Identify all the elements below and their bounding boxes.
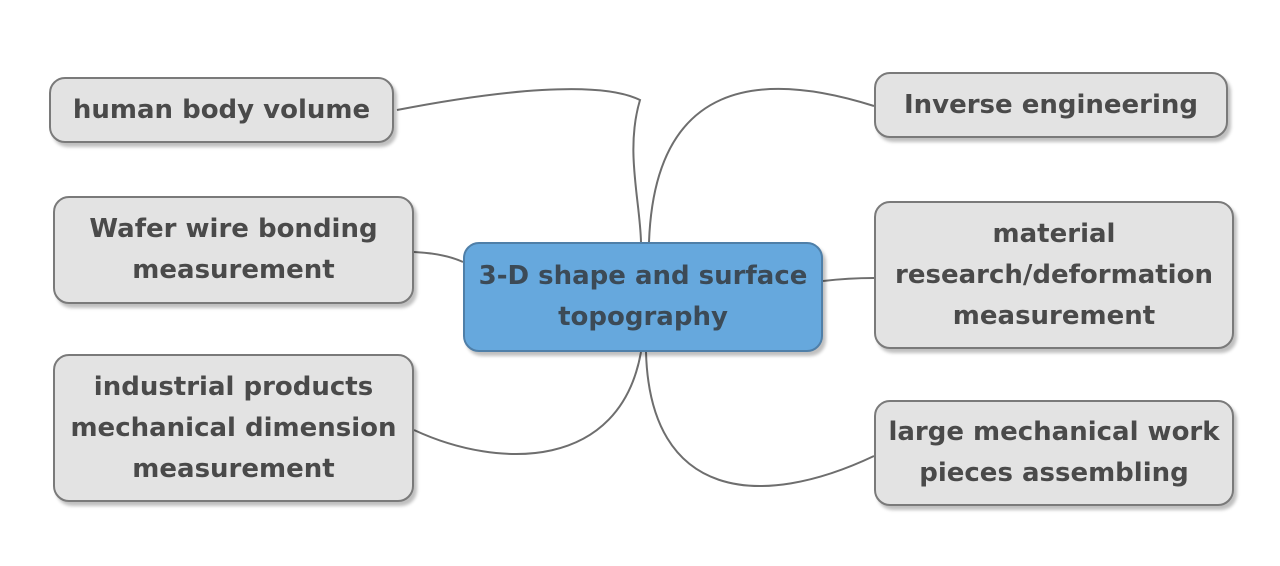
connector-industrial-products xyxy=(413,351,642,456)
branch-inverse-engineering[interactable]: Inverse engineering xyxy=(874,72,1228,138)
branch-label-line: pieces assembling xyxy=(919,458,1189,488)
branch-large-mechanical-work[interactable]: large mechanical work pieces assembling xyxy=(874,400,1234,506)
connector-wafer-wire-bonding xyxy=(413,251,464,263)
branch-label-line: Inverse engineering xyxy=(903,89,1199,120)
branch-label-line: measurement xyxy=(132,453,335,484)
branch-label-line: mechanical dimension xyxy=(70,412,397,443)
branch-material-research[interactable]: material research/deformation measuremen… xyxy=(874,201,1234,349)
branch-label-line: human body volume xyxy=(72,94,371,125)
branch-wafer-wire-bonding[interactable]: Wafer wire bonding measurement xyxy=(53,196,414,304)
branch-label-line: Wafer wire bonding xyxy=(89,214,378,244)
connector-large-mechanical xyxy=(645,351,875,488)
branch-label-line: measurement xyxy=(952,300,1156,331)
connector-inverse-engineering xyxy=(648,87,875,243)
branch-label-line: industrial products xyxy=(93,371,374,402)
branch-industrial-products[interactable]: industrial products mechanical dimension… xyxy=(53,354,414,502)
branch-human-body-volume[interactable]: human body volume xyxy=(49,77,394,143)
branch-label-line: measurement xyxy=(132,255,335,285)
central-topic-line: 3-D shape and surface xyxy=(478,261,808,291)
central-topic[interactable]: 3-D shape and surface topography xyxy=(463,242,823,352)
branch-label-line: research/deformation xyxy=(895,259,1213,290)
central-topic-line: topography xyxy=(558,302,728,332)
branch-label-line: large mechanical work xyxy=(888,417,1220,447)
branch-label-line: material xyxy=(992,218,1116,249)
connector-material-research xyxy=(822,277,875,282)
connector-human-body-volume xyxy=(396,88,642,243)
